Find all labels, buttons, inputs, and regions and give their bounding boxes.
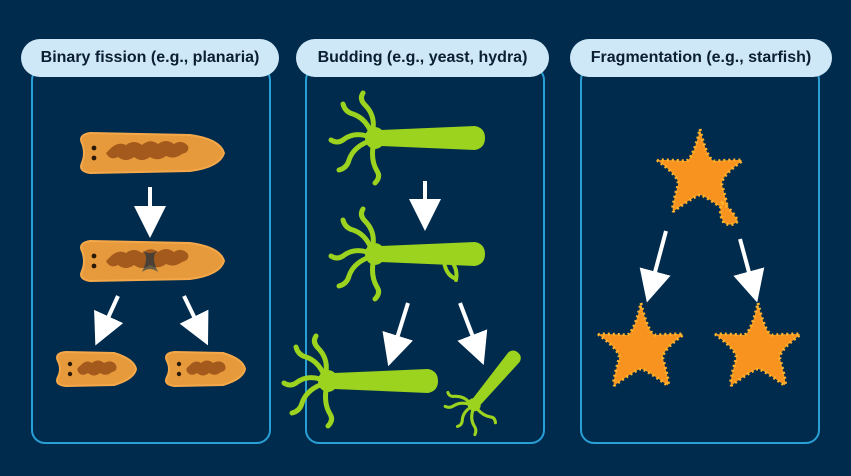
- starfish-parent-fragmenting: [656, 127, 744, 227]
- arrow-right: [733, 238, 765, 303]
- hydra-parent: [331, 93, 485, 183]
- planaria-offspring-left: [56, 351, 137, 387]
- hydra-parent-after: [284, 336, 438, 426]
- hydra-bud-offspring: [433, 333, 541, 446]
- arrow-left: [94, 295, 124, 346]
- starfish-offspring-right: [714, 301, 802, 387]
- panel-title-fragmentation: Fragmentation (e.g., starfish): [570, 39, 832, 77]
- planaria-offspring-right: [165, 351, 246, 387]
- arrow-right: [179, 295, 209, 346]
- hydra-with-bud: [331, 209, 485, 299]
- planaria-parent: [80, 132, 225, 174]
- arrow-left: [382, 302, 414, 367]
- panel-title-budding: Budding (e.g., yeast, hydra): [296, 39, 549, 77]
- starfish-offspring-left: [597, 301, 685, 387]
- panel-title-binary-fission: Binary fission (e.g., planaria): [21, 39, 279, 77]
- planaria-dividing: [80, 240, 225, 282]
- arrow-left: [639, 230, 671, 303]
- arrow-right: [457, 302, 488, 365]
